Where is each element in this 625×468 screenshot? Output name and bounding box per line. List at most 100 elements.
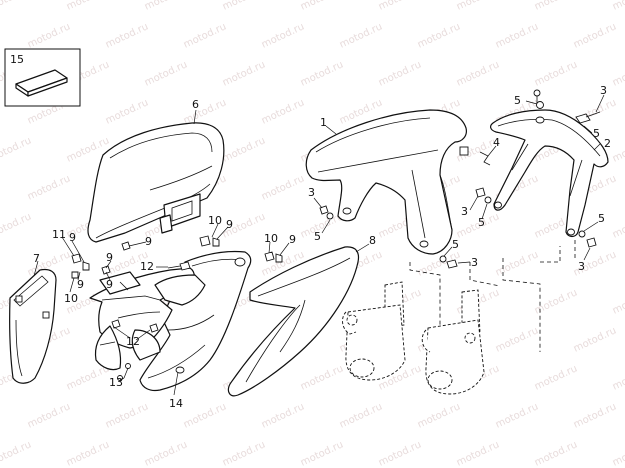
watermark-text: motod.ru — [65, 0, 111, 13]
watermark-text: motod.ru — [455, 59, 501, 88]
watermark-text: motod.ru — [611, 439, 625, 468]
callout-9-left-lower: 9 — [77, 278, 84, 291]
watermark-text: motod.ru — [494, 401, 540, 430]
callout-3-bracket: 3 — [461, 205, 468, 218]
part-7-side-cover — [9, 268, 57, 384]
callout-14: 14 — [169, 397, 183, 410]
watermark-text: motod.ru — [260, 21, 306, 50]
watermark-text: motod.ru — [611, 211, 625, 240]
watermark-text: motod.ru — [611, 59, 625, 88]
watermark-text: motod.ru — [572, 401, 618, 430]
callout-9-right: 9 — [289, 233, 296, 246]
watermark-text: motod.ru — [104, 21, 150, 50]
callout-11: 11 — [52, 228, 66, 241]
watermark-text: motod.ru — [0, 211, 33, 240]
part-6-headlight-cowl — [87, 122, 225, 243]
watermark-text: motod.ru — [416, 401, 462, 430]
watermark-text: motod.ru — [572, 325, 618, 354]
watermark-text: motod.ru — [143, 439, 189, 468]
part-1-front-fender — [305, 109, 467, 255]
callout-2: 2 — [604, 137, 611, 150]
watermark-text: motod.ru — [221, 135, 267, 164]
watermark-text: motod.ru — [104, 97, 150, 126]
watermark-text: motod.ru — [416, 21, 462, 50]
watermark-text: motod.ru — [221, 439, 267, 468]
callout-10-right: 10 — [264, 232, 278, 245]
part-14-lower-fairing — [139, 250, 252, 392]
callout-10-left: 10 — [64, 292, 78, 305]
watermark-text: motod.ru — [299, 363, 345, 392]
watermark-text: motod.ru — [143, 0, 189, 13]
watermark-text: motod.ru — [494, 325, 540, 354]
fork-legs-reference — [342, 240, 576, 395]
callout-5-top: 5 — [514, 94, 521, 107]
watermark-text: motod.ru — [494, 249, 540, 278]
watermark-text: motod.ru — [611, 135, 625, 164]
watermark-text: motod.ru — [0, 0, 33, 13]
watermark-text: motod.ru — [533, 363, 579, 392]
watermark-text: motod.ru — [0, 439, 33, 468]
watermark-text: motod.ru — [260, 173, 306, 202]
callout-labels: 6 1 2 3 5 5 4 3 5 3 5 5 3 5 3 8 7 10 9 9… — [33, 84, 611, 410]
watermark-text: motod.ru — [338, 21, 384, 50]
callout-9-bracket: 9 — [106, 278, 113, 291]
watermark-text: motod.ru — [494, 21, 540, 50]
callout-3-far-right: 3 — [578, 260, 585, 273]
watermark-text: motod.ru — [26, 21, 72, 50]
watermark-text: motod.ru — [143, 59, 189, 88]
callout-5-right: 5 — [593, 127, 600, 140]
watermark-text: motod.ru — [455, 0, 501, 13]
watermark-text: motod.ru — [533, 439, 579, 468]
callout-5-bracket: 5 — [478, 216, 485, 229]
part-8-side-panel — [227, 246, 360, 397]
watermark-text: motod.ru — [65, 439, 111, 468]
watermark-text: motod.ru — [455, 439, 501, 468]
callout-9-center: 9 — [226, 218, 233, 231]
callout-13: 13 — [109, 376, 123, 389]
watermark-text: motod.ru — [104, 401, 150, 430]
watermark-text: motod.ru — [182, 401, 228, 430]
watermark-text: motod.ru — [260, 401, 306, 430]
watermark-text: motod.ru — [299, 59, 345, 88]
watermark-text: motod.ru — [221, 0, 267, 13]
inset-part-15: 15 — [4, 48, 81, 107]
callout-7: 7 — [33, 252, 40, 265]
watermark-text: motod.ru — [26, 173, 72, 202]
callout-3-lower: 3 — [471, 256, 478, 269]
watermark-text: motod.ru — [377, 439, 423, 468]
callout-9-mid: 9 — [145, 235, 152, 248]
callout-8: 8 — [369, 234, 376, 247]
callout-3-top: 3 — [600, 84, 607, 97]
callout-6: 6 — [192, 98, 199, 111]
watermark-text: motod.ru — [182, 97, 228, 126]
watermark-text: motod.ru — [299, 439, 345, 468]
watermark-text: motod.ru — [611, 0, 625, 13]
callout-4: 4 — [493, 136, 500, 149]
callout-10-center: 10 — [208, 214, 222, 227]
callout-12-bottom: 12 — [126, 335, 140, 348]
callout-1: 1 — [320, 116, 327, 129]
hardware-fasteners — [71, 89, 601, 381]
watermark-text: motod.ru — [533, 0, 579, 13]
callout-12-top: 12 — [140, 260, 154, 273]
callout-5-fender: 5 — [314, 230, 321, 243]
callout-9-lower: 9 — [106, 251, 113, 264]
watermark-text: motod.ru — [611, 287, 625, 316]
watermark-text: motod.ru — [338, 401, 384, 430]
inner-bracket-assembly — [89, 267, 206, 371]
watermark-text: motod.ru — [0, 135, 33, 164]
watermark-text: motod.ru — [533, 59, 579, 88]
watermark-text: motod.ru — [26, 401, 72, 430]
callout-3-fender: 3 — [308, 186, 315, 199]
callout-5-far-right: 5 — [598, 212, 605, 225]
watermark-text: motod.ru — [221, 59, 267, 88]
watermark-text: motod.ru — [182, 21, 228, 50]
callout-5-lower: 5 — [452, 238, 459, 251]
watermark-text: motod.ru — [611, 363, 625, 392]
watermark-text: motod.ru — [299, 0, 345, 13]
inset-label: 15 — [10, 53, 24, 66]
watermark-text: motod.ru — [572, 21, 618, 50]
part-2-fender-bracket — [490, 109, 609, 238]
callout-9-left: 9 — [69, 231, 76, 244]
